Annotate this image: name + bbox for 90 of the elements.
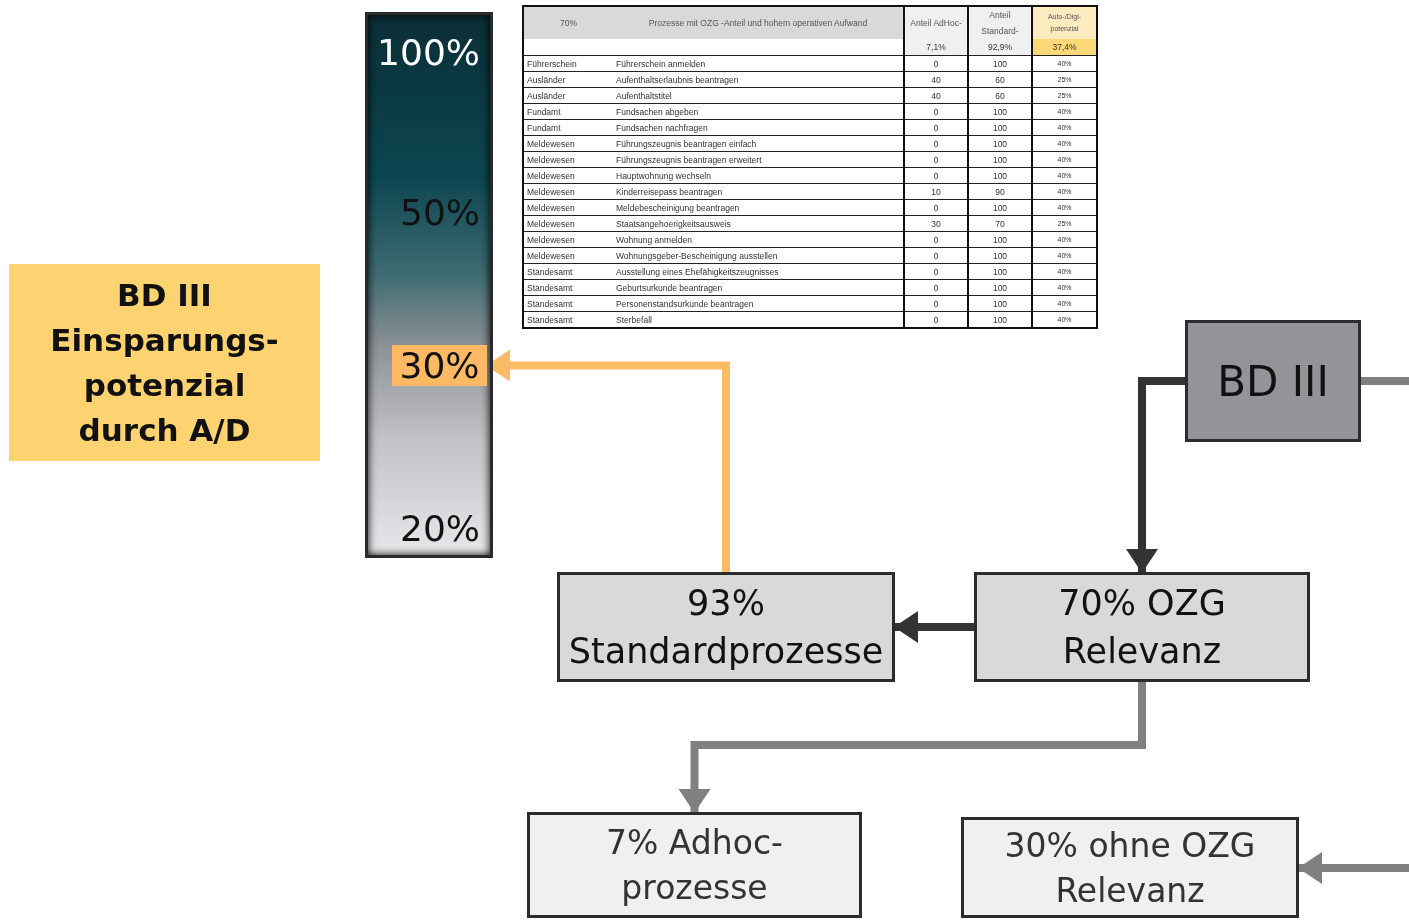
column-header: Anteil AdHoc-	[904, 6, 968, 39]
area-name: Meldewesen	[523, 247, 613, 264]
process-name: Sterbefall	[613, 311, 904, 328]
process-box: BD III	[1185, 320, 1361, 442]
area-name: Führerschein	[523, 55, 613, 72]
adhoc-share: 0	[904, 295, 968, 312]
scale-label: 20%	[400, 509, 480, 549]
area-name: Meldewesen	[523, 231, 613, 248]
process-name: Personenstandsurkunde beantragen	[613, 295, 904, 312]
process-name: Aufenthaltserlaubnis beantragen	[613, 71, 904, 88]
standard-share: 100	[968, 167, 1032, 184]
summary-box: BD III Einsparungs-potenzial durch A/D	[9, 264, 320, 461]
area-name: Fundamt	[523, 103, 613, 120]
standard-share: 100	[968, 231, 1032, 248]
standard-share: 100	[968, 263, 1032, 280]
adhoc-share: 0	[904, 103, 968, 120]
process-name: Wohnungsgeber-Bescheinigung ausstellen	[613, 247, 904, 264]
adhoc-share: 40	[904, 87, 968, 104]
process-name: Fundsachen abgeben	[613, 103, 904, 120]
standard-share: 60	[968, 71, 1032, 88]
standard-share: 90	[968, 183, 1032, 200]
area-name: Meldewesen	[523, 199, 613, 216]
adhoc-share: 0	[904, 55, 968, 72]
standard-share: 100	[968, 199, 1032, 216]
process-name: Aufenthaltstitel	[613, 87, 904, 104]
value-marker: 30%	[392, 345, 487, 386]
adhoc-share: 0	[904, 135, 968, 152]
adhoc-share: 0	[904, 119, 968, 136]
adhoc-share: 0	[904, 199, 968, 216]
adhoc-share: 0	[904, 231, 968, 248]
total-share: 7,1%	[904, 39, 968, 56]
adhoc-share: 10	[904, 183, 968, 200]
arrow	[678, 682, 1146, 813]
column-header: Anteil Standard-	[968, 6, 1032, 39]
adhoc-share: 0	[904, 151, 968, 168]
area-name: Meldewesen	[523, 167, 613, 184]
adhoc-share: 30	[904, 215, 968, 232]
standard-share: 100	[968, 151, 1032, 168]
process-name: Kinderreisepass beantragen	[613, 183, 904, 200]
process-name: Führungszeugnis beantragen erweitert	[613, 151, 904, 168]
standard-share: 70	[968, 215, 1032, 232]
process-name: Fundsachen nachfragen	[613, 119, 904, 136]
area-name: Standesamt	[523, 279, 613, 296]
process-box: 93% Standardprozesse	[557, 572, 895, 682]
standard-share: 100	[968, 295, 1032, 312]
gauge-bar	[365, 12, 493, 558]
standard-share: 100	[968, 119, 1032, 136]
process-name: Führungszeugnis beantragen einfach	[613, 135, 904, 152]
process-name: Meldebescheinigung beantragen	[613, 199, 904, 216]
arrow	[1298, 852, 1409, 884]
area-name: Meldewesen	[523, 151, 613, 168]
area-name: Fundamt	[523, 119, 613, 136]
adhoc-share: 0	[904, 247, 968, 264]
process-box: 30% ohne OZG Relevanz	[961, 817, 1299, 918]
standard-share: 100	[968, 103, 1032, 120]
arrow	[894, 611, 974, 643]
process-name: Ausstellung eines Ehefähigkeitszeugnisses	[613, 263, 904, 280]
area-name: Meldewesen	[523, 215, 613, 232]
adhoc-share: 40	[904, 71, 968, 88]
area-name: Meldewesen	[523, 135, 613, 152]
area-name: Standesamt	[523, 295, 613, 312]
area-name: Standesamt	[523, 311, 613, 328]
standard-share: 60	[968, 87, 1032, 104]
process-name: Wohnung anmelden	[613, 231, 904, 248]
area-name: Meldewesen	[523, 183, 613, 200]
standard-share: 100	[968, 55, 1032, 72]
total-share: 92,9%	[968, 39, 1032, 56]
standard-share: 100	[968, 279, 1032, 296]
process-box: 70% OZG Relevanz	[974, 572, 1310, 682]
adhoc-share: 0	[904, 167, 968, 184]
process-box: 7% Adhoc-prozesse	[527, 812, 862, 918]
arrow	[1126, 377, 1185, 573]
standard-share: 100	[968, 311, 1032, 328]
scale-label: 50%	[400, 193, 480, 233]
area-name: Ausländer	[523, 87, 613, 104]
scale-label: 100%	[377, 33, 480, 73]
standard-share: 100	[968, 135, 1032, 152]
column-header: 70%	[523, 6, 613, 39]
process-name: Führerschein anmelden	[613, 55, 904, 72]
column-header: Prozesse mit OZG -Anteil und hohem operativen Aufwand	[613, 6, 904, 39]
standard-share: 100	[968, 247, 1032, 264]
adhoc-share: 0	[904, 263, 968, 280]
process-name: Staatsangehoerigkeitsausweis	[613, 215, 904, 232]
adhoc-share: 0	[904, 279, 968, 296]
process-name: Hauptwohnung wechseln	[613, 167, 904, 184]
area-name: Standesamt	[523, 263, 613, 280]
process-name: Geburtsurkunde beantragen	[613, 279, 904, 296]
total-share: 37,4%	[1032, 39, 1097, 56]
area-name: Ausländer	[523, 71, 613, 88]
adhoc-share: 0	[904, 311, 968, 328]
